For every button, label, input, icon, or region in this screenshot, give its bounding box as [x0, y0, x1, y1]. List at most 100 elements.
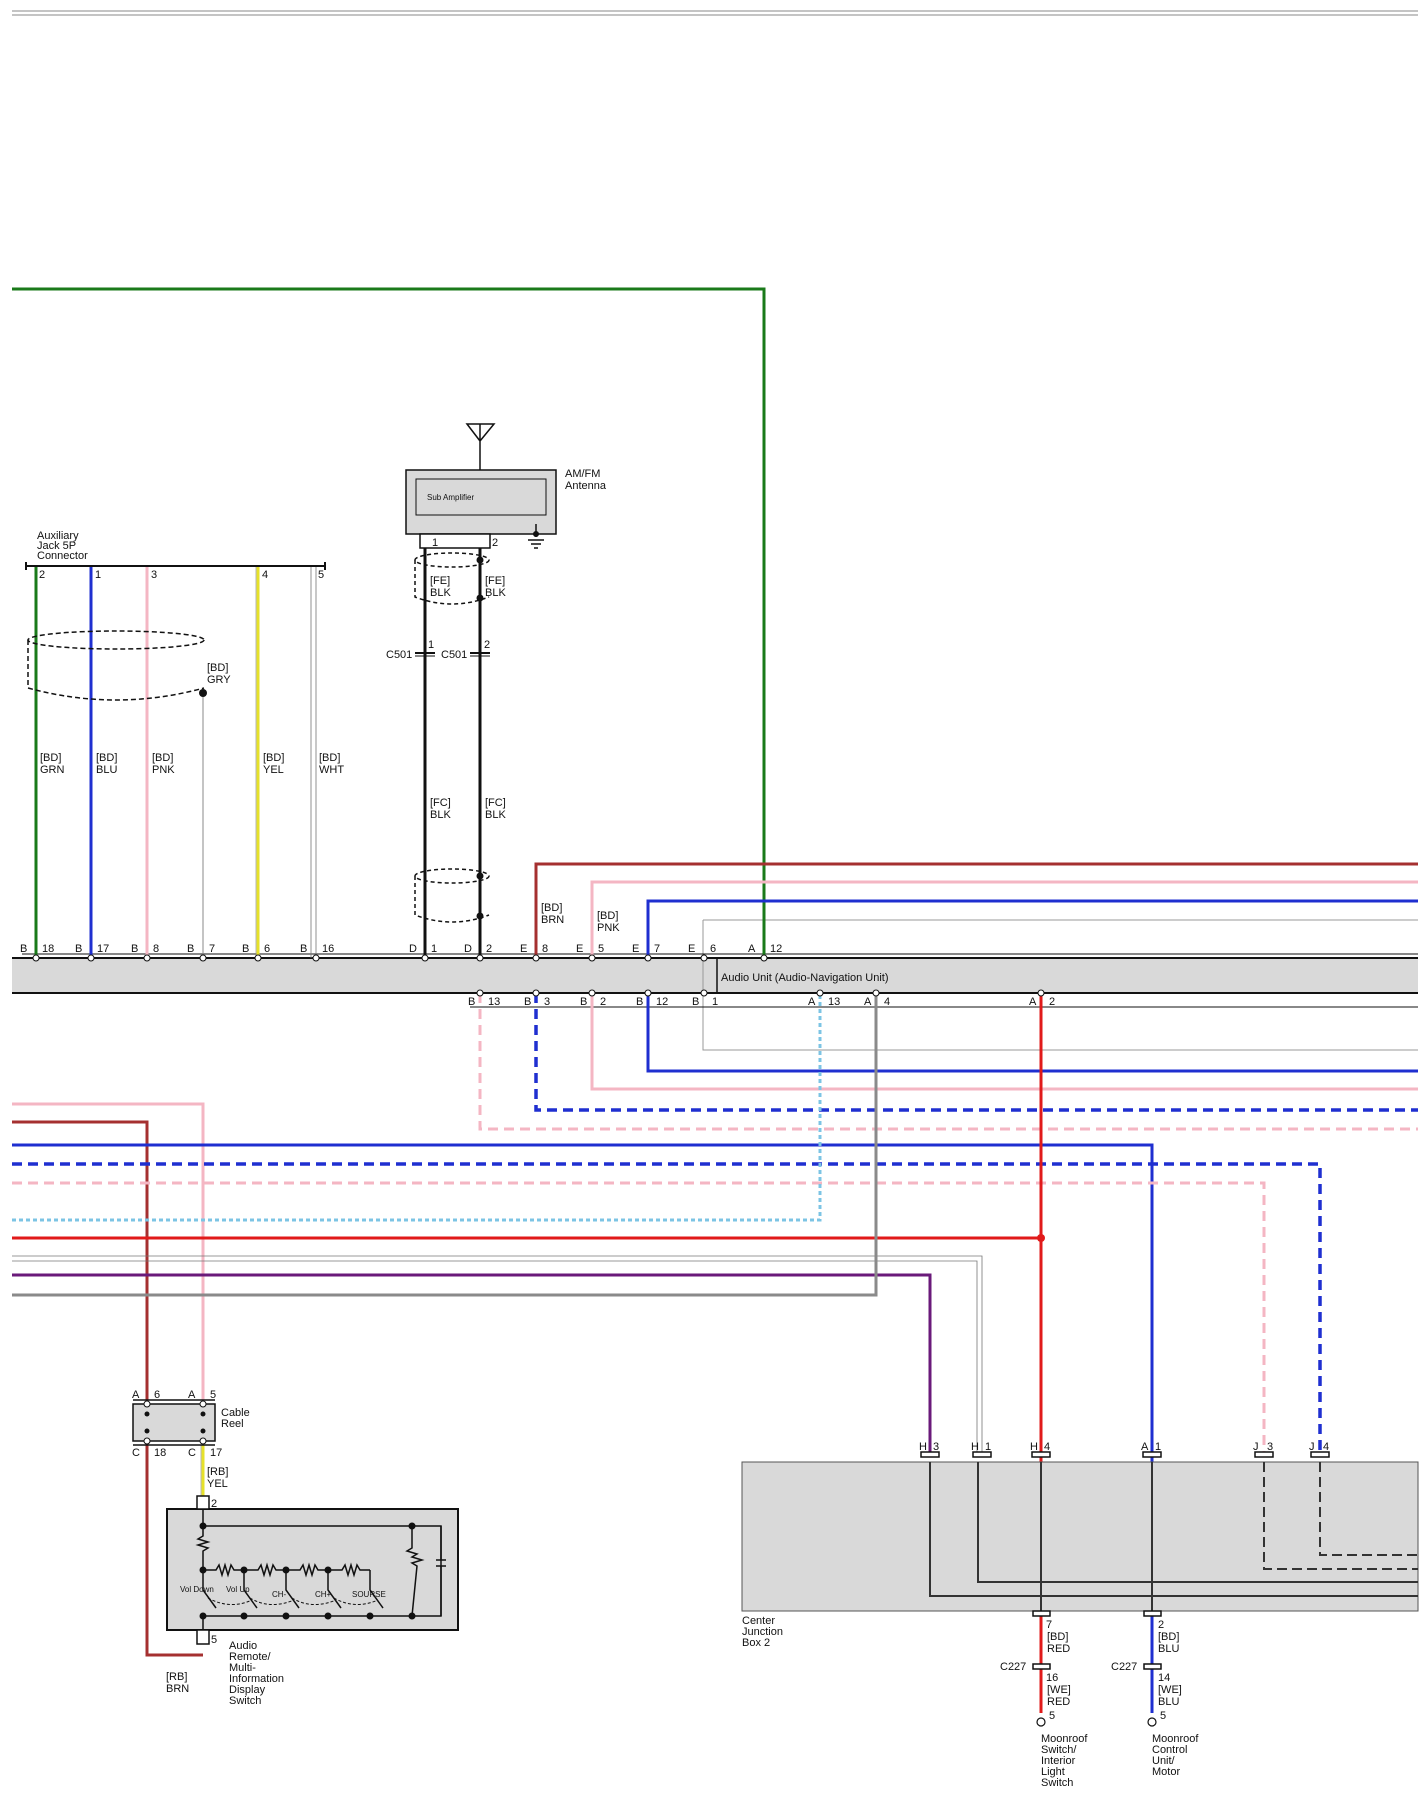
- cjb-conn-0: H: [919, 1441, 927, 1453]
- aux-blu-label-2: BLU: [96, 764, 117, 776]
- top-pin-conn-4: B: [242, 943, 249, 955]
- mr-red-bd-1: [BD]: [1047, 1631, 1068, 1643]
- cjb-connector-1: [972, 1451, 992, 1458]
- antenna-icon: [465, 423, 496, 470]
- aux-pin-4: 4: [262, 569, 268, 581]
- switch-pin-2: 2: [211, 1498, 217, 1510]
- wire-blue-a1: [12, 1143, 1154, 1452]
- cable-reel-name-1: Cable: [221, 1407, 250, 1419]
- antenna-pin-2: 2: [492, 537, 498, 549]
- switch-pin-5: 5: [211, 1634, 217, 1646]
- audio-unit: Audio Unit (Audio-Navigation Unit): [12, 919, 1418, 1051]
- aux-name-2: Jack 5P: [37, 540, 76, 552]
- mr-switch-name-3: Interior: [1041, 1755, 1076, 1767]
- top-pin-terminal-3: [199, 954, 207, 962]
- top-pin-conn-1: B: [75, 943, 82, 955]
- top-pin-num-12: 12: [770, 943, 782, 955]
- top-pin-conn-0: B: [20, 943, 27, 955]
- aux-grn-label-2: GRN: [40, 764, 65, 776]
- top-pin-num-8: 8: [542, 943, 548, 955]
- fc-label-1b: BLK: [430, 809, 451, 821]
- wire-pink-b2: [590, 993, 1418, 1091]
- wire-brown-e8: [534, 862, 1418, 958]
- wire-green-loop: [12, 287, 766, 958]
- auxiliary-jack: Auxiliary Jack 5P Connector 2 1 3 4 5 [B…: [25, 530, 344, 776]
- c227-label-a: C227: [1000, 1661, 1026, 1673]
- switch-name-1: Audio: [229, 1640, 257, 1652]
- reel-num-0: 6: [154, 1389, 160, 1401]
- top-pin-terminal-8: [532, 954, 540, 962]
- fc-label-1a: [FC]: [430, 797, 451, 809]
- cjb-num-5: 4: [1323, 1441, 1329, 1453]
- bottom-pin-num-7: 2: [1049, 996, 1055, 1008]
- top-pin-num-4: 6: [264, 943, 270, 955]
- au-pnk-label-1: [BD]: [597, 910, 618, 922]
- bottom-pin-conn-1: B: [524, 996, 531, 1008]
- cjb-num-4: 3: [1267, 1441, 1273, 1453]
- bottom-pin-conn-0: B: [468, 996, 475, 1008]
- top-pin-num-6: 1: [431, 943, 437, 955]
- aux-yel-label-2: YEL: [263, 764, 284, 776]
- aux-pin-2: 2: [39, 569, 45, 581]
- cjb-conn-4: J: [1253, 1441, 1259, 1453]
- cr-brn-label-1: [RB]: [166, 1671, 187, 1683]
- cable-reel-name-2: Reel: [221, 1418, 244, 1430]
- top-pin-terminal-1: [87, 954, 95, 962]
- top-pin-terminal-2: [143, 954, 151, 962]
- aux-pin-1: 1: [95, 569, 101, 581]
- au-brn-label-2: BRN: [541, 914, 564, 926]
- bottom-pin-conn-3: B: [636, 996, 643, 1008]
- cjb-name-2: Junction: [742, 1626, 783, 1638]
- switch-name-2: Remote/: [229, 1651, 272, 1663]
- top-pin-terminal-4: [254, 954, 262, 962]
- au-pnk-label-2: PNK: [597, 922, 620, 934]
- switch-name-3: Multi-: [229, 1662, 256, 1674]
- top-pin-conn-7: D: [464, 943, 472, 955]
- reel-num-3: 17: [210, 1447, 222, 1459]
- wire-lightblue-dot-a13: [12, 993, 822, 1222]
- audio-remote-switch: 2 5 Vol Down Vol Up CH- CH+ SOURSE Audio…: [166, 1495, 459, 1707]
- cjb-conn-5: J: [1309, 1441, 1315, 1453]
- wire-purple-h3: [12, 1273, 932, 1452]
- cr-yel-label-1: [RB]: [207, 1466, 228, 1478]
- mr-switch-name-2: Switch/: [1041, 1744, 1077, 1756]
- mr-motor-name-2: Control: [1152, 1744, 1187, 1756]
- cjb-conn-1: H: [971, 1441, 979, 1453]
- ground-icon: [528, 524, 544, 549]
- switch-ch-plus: CH+: [315, 1590, 332, 1599]
- top-pin-num-10: 7: [654, 943, 660, 955]
- reel-conn-2: C: [132, 1447, 140, 1459]
- cjb-connector-0: [920, 1451, 940, 1458]
- top-pin-conn-6: D: [409, 943, 417, 955]
- cjb-pin-blu-2: 2: [1158, 1619, 1164, 1631]
- top-pin-conn-9: E: [576, 943, 583, 955]
- switch-vol-down: Vol Down: [180, 1585, 214, 1594]
- reel-num-2: 18: [154, 1447, 166, 1459]
- top-pin-conn-11: E: [688, 943, 695, 955]
- cjb-connector-4: [1254, 1451, 1274, 1458]
- aux-gry-label-1: [BD]: [207, 662, 228, 674]
- mr-blu-bd-2: BLU: [1158, 1643, 1179, 1655]
- mr-blu-we-2: BLU: [1158, 1696, 1179, 1708]
- bottom-pin-num-6: 4: [884, 996, 890, 1008]
- switch-name-4: Information: [229, 1673, 284, 1685]
- top-pin-terminal-6: [421, 954, 429, 962]
- cjb-name-3: Box 2: [742, 1637, 770, 1649]
- bottom-pin-conn-6: A: [864, 996, 872, 1008]
- switch-name-6: Switch: [229, 1695, 261, 1707]
- antenna-name-1: AM/FM: [565, 468, 600, 480]
- top-pin-terminal-11: [700, 954, 708, 962]
- fe-label-1a: [FE]: [430, 575, 450, 587]
- au-brn-label-1: [BD]: [541, 902, 562, 914]
- wire-brown-cable-reel: [12, 1120, 203, 1657]
- bottom-pin-num-1: 3: [544, 996, 550, 1008]
- top-pin-conn-10: E: [632, 943, 639, 955]
- top-pin-conn-3: B: [187, 943, 194, 955]
- top-pin-terminal-9: [588, 954, 596, 962]
- wire-gray-a4: [12, 993, 878, 1297]
- aux-wht-label-2: WHT: [319, 764, 344, 776]
- aux-name-1: Auxiliary: [37, 530, 79, 542]
- c227-pin-14: 14: [1158, 1672, 1170, 1684]
